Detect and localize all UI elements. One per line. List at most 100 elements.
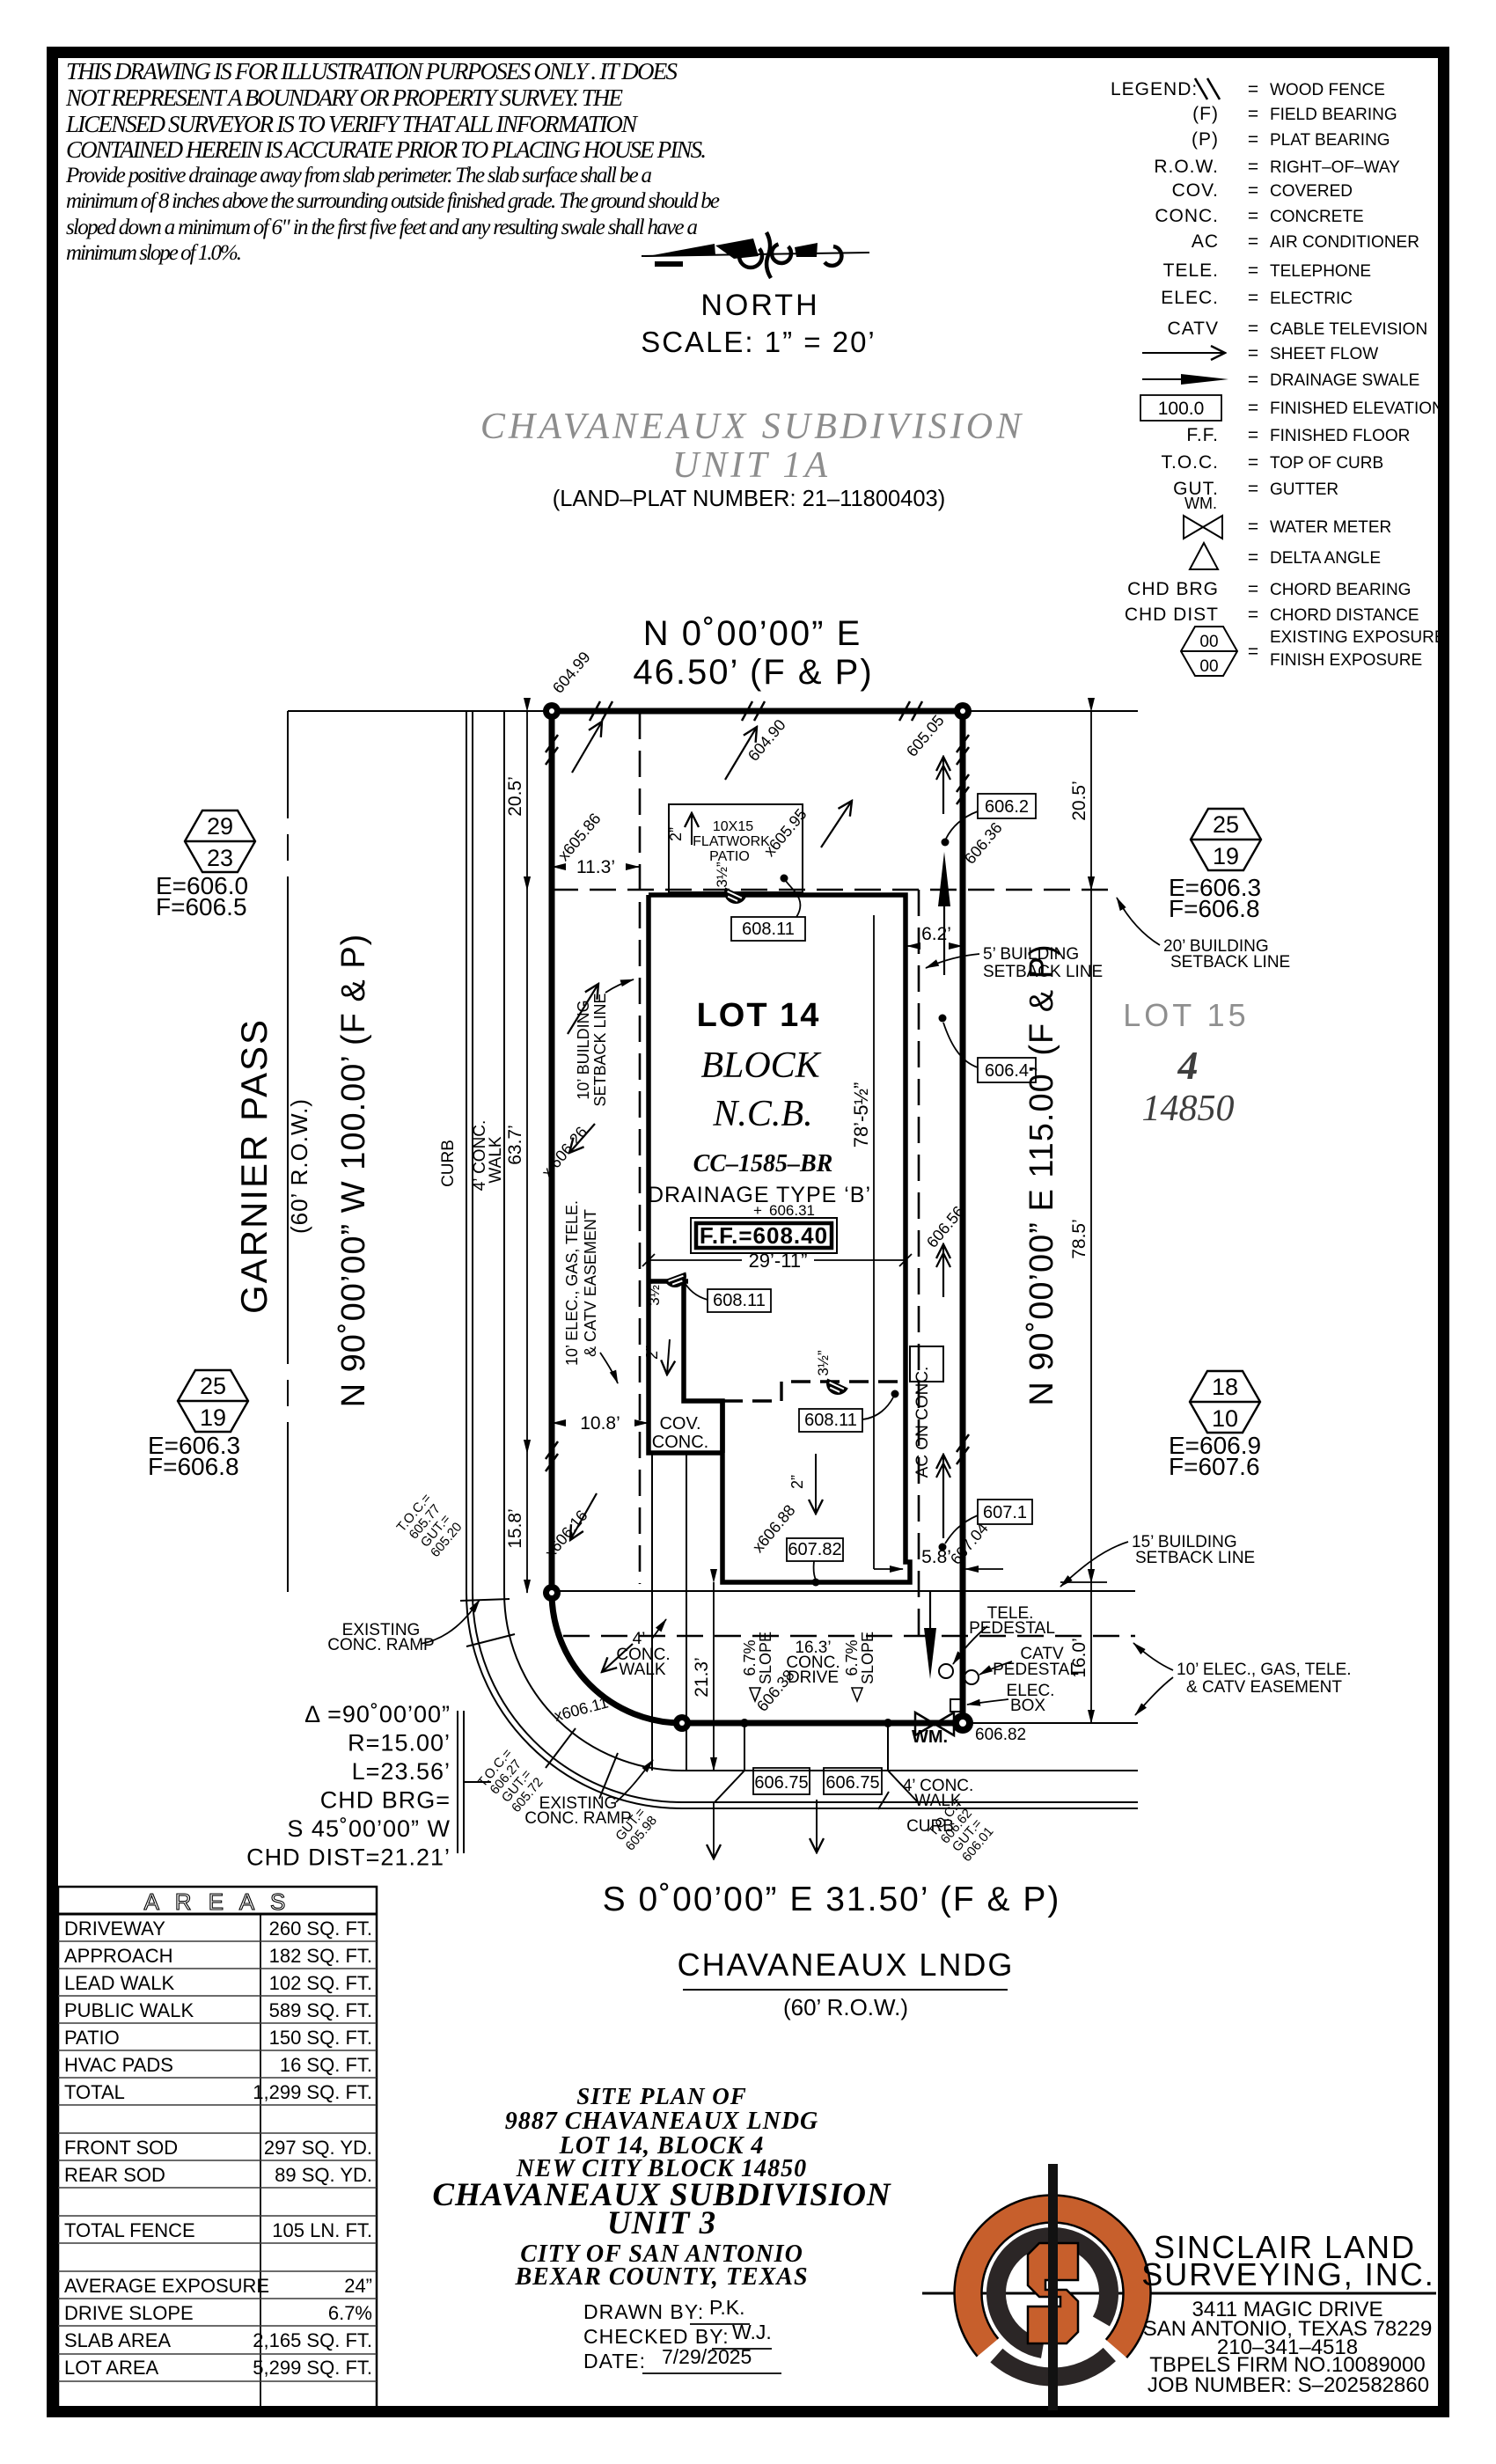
- svg-text:CHORD BEARING: CHORD BEARING: [1270, 581, 1411, 599]
- svg-text:SETBACK LINE: SETBACK LINE: [983, 963, 1103, 981]
- svg-text:=: =: [1248, 517, 1258, 537]
- svg-text:102 SQ. FT.: 102 SQ. FT.: [269, 1972, 372, 1994]
- svg-text:R.O.W.: R.O.W.: [1154, 157, 1219, 177]
- svg-text:606.75: 606.75: [754, 1773, 808, 1793]
- svg-text:CHAVANEAUX SUBDIVISION: CHAVANEAUX SUBDIVISION: [480, 407, 1024, 447]
- svg-text:CHD DIST=21.21’: CHD DIST=21.21’: [246, 1844, 451, 1871]
- svg-text:WALK: WALK: [487, 1136, 505, 1183]
- svg-text:CONC.: CONC.: [786, 1654, 840, 1672]
- svg-text:(60’ R.O.W.): (60’ R.O.W.): [286, 1098, 312, 1234]
- svg-text:CATV: CATV: [1168, 319, 1219, 339]
- svg-text:N.C.B.: N.C.B.: [712, 1094, 812, 1134]
- svg-text:10.8’: 10.8’: [580, 1413, 620, 1434]
- svg-text:ELEC.: ELEC.: [1007, 1682, 1055, 1700]
- svg-text:10’ ELEC., GAS, TELE.: 10’ ELEC., GAS, TELE.: [1177, 1661, 1352, 1679]
- svg-text:SLOPE: SLOPE: [757, 1632, 774, 1684]
- svg-text:W.J.: W.J.: [732, 2321, 772, 2343]
- svg-text:SINCLAIR LAND: SINCLAIR LAND: [1154, 2229, 1416, 2265]
- svg-text:00: 00: [1199, 633, 1218, 651]
- svg-text:LOT 15: LOT 15: [1123, 997, 1249, 1033]
- svg-text:RIGHT–OF–WAY: RIGHT–OF–WAY: [1270, 158, 1400, 177]
- svg-text:GARNIER PASS: GARNIER PASS: [233, 1018, 275, 1314]
- svg-text:(LAND–PLAT NUMBER: 21–1180040: (LAND–PLAT NUMBER: 21–11800403): [553, 487, 945, 511]
- svg-text:(F): (F): [1192, 104, 1219, 124]
- svg-text:TELE.: TELE.: [987, 1604, 1034, 1623]
- svg-text:CHAVANEAUX LNDG: CHAVANEAUX LNDG: [678, 1947, 1015, 1983]
- svg-text:9887 CHAVANEAUX LNDG: 9887 CHAVANEAUX LNDG: [505, 2108, 819, 2135]
- svg-text:CHECKED BY:: CHECKED BY:: [583, 2325, 730, 2348]
- svg-text:ELECTRIC: ELECTRIC: [1270, 290, 1353, 308]
- svg-text:19: 19: [200, 1404, 226, 1431]
- svg-text:CHAVANEAUX SUBDIVISION: CHAVANEAUX SUBDIVISION: [432, 2177, 891, 2213]
- svg-text:AVERAGE EXPOSURE: AVERAGE EXPOSURE: [64, 2275, 269, 2297]
- svg-text:BEXAR COUNTY, TEXAS: BEXAR COUNTY, TEXAS: [514, 2263, 808, 2291]
- svg-text:3½”: 3½”: [714, 862, 730, 888]
- svg-text:HVAC PADS: HVAC PADS: [64, 2054, 173, 2076]
- svg-text:2”: 2”: [788, 1475, 806, 1489]
- svg-text:=: =: [1248, 206, 1258, 226]
- svg-text:& CATV EASEMENT: & CATV EASEMENT: [1186, 1678, 1342, 1697]
- svg-text:SAN ANTONIO, TEXAS 78229: SAN ANTONIO, TEXAS 78229: [1143, 2317, 1433, 2341]
- svg-text:150 SQ. FT.: 150 SQ. FT.: [269, 2027, 372, 2049]
- svg-text:DRAWN BY:: DRAWN BY:: [583, 2300, 704, 2323]
- svg-text:=: =: [1248, 370, 1258, 390]
- svg-text:S 45˚00’00” W: S 45˚00’00” W: [287, 1815, 451, 1842]
- svg-text:CHD BRG=: CHD BRG=: [320, 1787, 451, 1814]
- svg-text:A R E A S: A R E A S: [144, 1888, 291, 1915]
- svg-text:CABLE TELEVISION: CABLE TELEVISION: [1270, 320, 1427, 339]
- svg-text:N 90˚00’00” E 115.00’ (F: N 90˚00’00” E 115.00’ (F & P): [1023, 943, 1060, 1405]
- svg-text:23: 23: [207, 845, 233, 871]
- svg-text:+: +: [753, 1202, 762, 1219]
- svg-text:6.2’: 6.2’: [921, 924, 951, 944]
- svg-text:CURB: CURB: [906, 1817, 954, 1836]
- svg-text:LOT AREA: LOT AREA: [64, 2357, 159, 2379]
- svg-text:CONC.: CONC.: [616, 1646, 670, 1664]
- svg-text:297 SQ. YD.: 297 SQ. YD.: [264, 2137, 372, 2159]
- svg-text:REAR SOD: REAR SOD: [64, 2164, 165, 2186]
- svg-text:607.1: 607.1: [983, 1503, 1027, 1522]
- svg-text:=: =: [1248, 425, 1258, 445]
- svg-text:63.7’: 63.7’: [505, 1125, 525, 1165]
- svg-text:=: =: [1248, 579, 1258, 599]
- svg-text:5’ BUILDING: 5’ BUILDING: [983, 945, 1079, 964]
- svg-text:DRIVE: DRIVE: [788, 1668, 839, 1687]
- svg-text:PUBLIC WALK: PUBLIC WALK: [64, 1999, 194, 2021]
- svg-text:SHEET FLOW: SHEET FLOW: [1270, 345, 1378, 363]
- svg-text:WATER METER: WATER METER: [1270, 518, 1391, 537]
- svg-text:E=606.9: E=606.9: [1169, 1432, 1261, 1459]
- svg-text:606.2: 606.2: [985, 797, 1029, 817]
- svg-text:CHORD DISTANCE: CHORD DISTANCE: [1270, 606, 1419, 625]
- svg-text:CITY OF SAN ANTONIO: CITY OF SAN ANTONIO: [520, 2240, 803, 2268]
- svg-text:3½”: 3½”: [815, 1350, 832, 1376]
- svg-text:4’: 4’: [633, 1630, 646, 1648]
- svg-text:LEGEND:: LEGEND:: [1111, 79, 1198, 99]
- svg-text:4’ CONC.: 4’ CONC.: [903, 1777, 974, 1795]
- svg-text:FINISHED ELEVATION: FINISHED ELEVATION: [1270, 400, 1444, 418]
- svg-text:100.0: 100.0: [1158, 399, 1205, 419]
- svg-text:606.31: 606.31: [769, 1202, 815, 1219]
- svg-text:LICENSED SURVEYOR IS TO VERIFY: LICENSED SURVEYOR IS TO VERIFY THAT ALL …: [65, 111, 639, 137]
- svg-text:16.3’: 16.3’: [795, 1639, 831, 1657]
- svg-text:GUT.: GUT.: [1173, 479, 1219, 499]
- svg-text:TBPELS FIRM NO.10089000: TBPELS FIRM NO.10089000: [1149, 2353, 1425, 2377]
- svg-text:21.3’: 21.3’: [692, 1657, 712, 1698]
- svg-text:F=606.8: F=606.8: [1169, 895, 1260, 922]
- svg-text:Δ =90˚00’00”: Δ =90˚00’00”: [304, 1701, 451, 1727]
- svg-text:1,299 SQ. FT.: 1,299 SQ. FT.: [253, 2081, 372, 2103]
- svg-text:ELEC.: ELEC.: [1161, 288, 1219, 308]
- svg-text:78.5’: 78.5’: [1069, 1219, 1089, 1259]
- svg-text:10’ ELEC., GAS, TELE.: 10’ ELEC., GAS, TELE.: [563, 1200, 581, 1366]
- svg-text:CONTAINED HEREIN IS ACCURATE P: CONTAINED HEREIN IS ACCURATE PRIOR TO PL…: [66, 136, 707, 163]
- svg-text:46.50’ (F & P): 46.50’ (F & P): [633, 653, 873, 692]
- svg-text:606.4: 606.4: [985, 1061, 1029, 1081]
- svg-text:89 SQ. YD.: 89 SQ. YD.: [275, 2164, 372, 2186]
- svg-text:=: =: [1248, 180, 1258, 201]
- svg-text:CATV: CATV: [1020, 1645, 1064, 1663]
- svg-text:CC–1585–BR: CC–1585–BR: [693, 1150, 833, 1177]
- svg-text:608.11: 608.11: [804, 1411, 857, 1430]
- svg-text:PEDESTAL: PEDESTAL: [993, 1661, 1079, 1679]
- svg-text:UNIT 1A: UNIT 1A: [672, 445, 831, 486]
- svg-text:SITE PLAN OF: SITE PLAN OF: [576, 2083, 747, 2109]
- svg-text:4: 4: [1177, 1043, 1199, 1088]
- svg-text:15’ BUILDING: 15’ BUILDING: [1132, 1533, 1237, 1551]
